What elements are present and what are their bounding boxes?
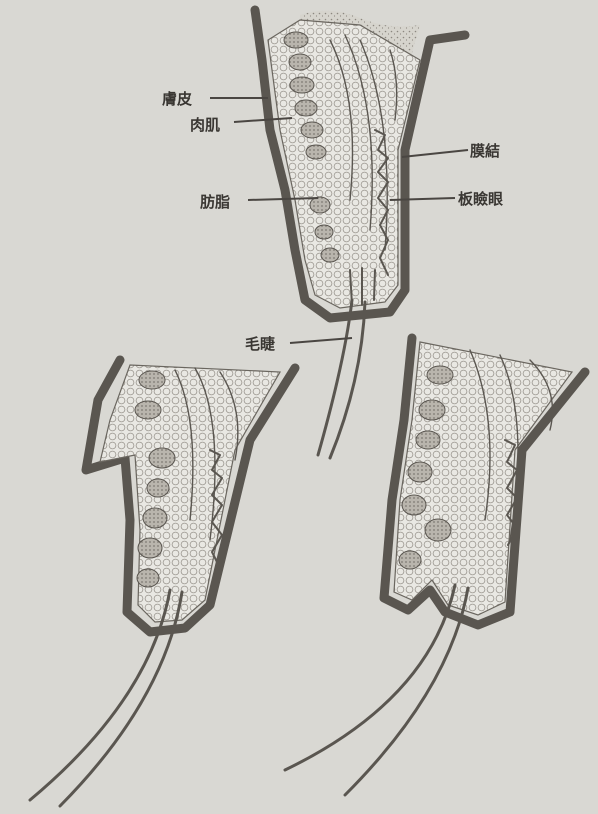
eyelash-leader-line <box>290 338 352 343</box>
label-conjunctiva: 膜結 <box>470 142 500 160</box>
left-eyelid-section <box>30 360 295 806</box>
right-eyelash-1 <box>285 585 455 770</box>
tarsal-plate-leader-line <box>390 198 455 200</box>
label-muscle: 肉肌 <box>190 116 220 134</box>
left-eyelash-1 <box>30 590 170 800</box>
right-eyelash-2 <box>345 588 468 795</box>
label-tarsal-plate: 板瞼眼 <box>458 190 503 208</box>
label-fat: 肪脂 <box>200 193 230 211</box>
label-skin: 膚皮 <box>162 90 192 108</box>
top-eyelash-1 <box>318 300 352 455</box>
label-eyelash: 毛睫 <box>245 335 275 353</box>
conjunctiva-leader-line <box>402 150 468 157</box>
left-eyelash-2 <box>60 592 182 806</box>
